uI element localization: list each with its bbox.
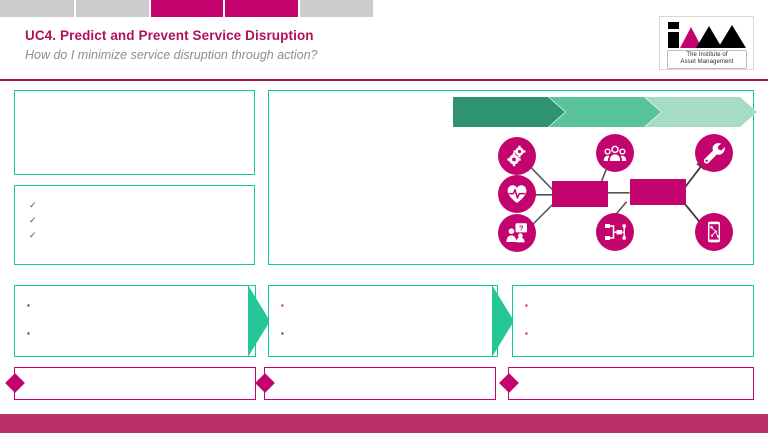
- process-node-2[interactable]: [630, 179, 686, 205]
- people-group-icon[interactable]: [596, 134, 634, 172]
- footer-card-3[interactable]: [508, 367, 754, 400]
- gears-icon[interactable]: [498, 137, 536, 175]
- mobile-asset-icon[interactable]: [695, 213, 733, 251]
- checklist-item: ✓: [29, 215, 42, 230]
- checklist: ✓ ✓ ✓: [29, 200, 42, 245]
- iam-logo-caption: The Institute of Asset Management: [667, 50, 747, 69]
- bullet-icon: ▪: [281, 329, 284, 338]
- page-title: UC4. Predict and Prevent Service Disrupt…: [25, 28, 314, 43]
- list-item: ▪: [281, 300, 293, 318]
- iam-caption-line-1: The Institute of: [686, 52, 728, 58]
- top-progress-bar: [0, 0, 768, 17]
- top-bar-segment-5: [300, 0, 373, 17]
- slide-header: UC4. Predict and Prevent Service Disrupt…: [0, 17, 768, 80]
- check-icon: ✓: [29, 215, 37, 225]
- page-subtitle: How do I minimize service disruption thr…: [25, 48, 318, 62]
- list-item: ▪: [525, 300, 537, 318]
- panel-bottom-middle-list: ▪ ▪: [281, 300, 293, 346]
- footer-band: [0, 414, 768, 433]
- panel-bottom-left[interactable]: ▪ ▪: [14, 285, 256, 357]
- top-bar-segment-1: [0, 0, 74, 17]
- stage-arrow-3: [645, 97, 757, 127]
- iam-logo: The Institute of Asset Management: [659, 16, 754, 70]
- panel-bottom-right[interactable]: ▪ ▪: [512, 285, 754, 357]
- flow-arrow-1: [248, 285, 270, 357]
- iam-logo-mark: [668, 22, 746, 48]
- checklist-item: ✓: [29, 230, 42, 245]
- panel-bottom-right-list: ▪ ▪: [525, 300, 537, 346]
- bullet-icon: ▪: [27, 301, 30, 310]
- panel-top-left[interactable]: [14, 90, 255, 175]
- list-item: ▪: [281, 328, 293, 346]
- list-item: ▪: [525, 328, 537, 346]
- stage-arrow-1: [453, 97, 565, 127]
- iam-caption-line-2: Asset Management: [680, 58, 734, 65]
- footer-card-1[interactable]: [14, 367, 256, 400]
- check-icon: ✓: [29, 230, 37, 240]
- wrench-icon[interactable]: [695, 134, 733, 172]
- svg-text:?: ?: [519, 224, 524, 233]
- hierarchy-icon[interactable]: [596, 213, 634, 251]
- panel-checklist[interactable]: ✓ ✓ ✓: [14, 185, 255, 265]
- check-icon: ✓: [29, 200, 37, 210]
- heart-pulse-icon[interactable]: [498, 175, 536, 213]
- panel-bottom-left-list: ▪ ▪: [27, 300, 39, 346]
- user-question-icon[interactable]: ?: [498, 214, 536, 252]
- bullet-icon: ▪: [281, 301, 284, 310]
- list-item: ▪: [27, 328, 39, 346]
- bullet-icon: ▪: [27, 329, 30, 338]
- footer-card-2[interactable]: [264, 367, 496, 400]
- header-divider: [0, 79, 768, 81]
- stage-arrow-2: [549, 97, 661, 127]
- list-item: ▪: [27, 300, 39, 318]
- panel-diagram[interactable]: ?: [268, 90, 754, 265]
- bullet-icon: ▪: [525, 301, 528, 310]
- top-bar-segment-2: [76, 0, 149, 17]
- top-bar-segment-3: [151, 0, 223, 17]
- flow-arrow-2: [492, 285, 514, 357]
- bullet-icon: ▪: [525, 329, 528, 338]
- process-node-1[interactable]: [552, 181, 608, 207]
- panel-bottom-middle[interactable]: ▪ ▪: [268, 285, 498, 357]
- checklist-item: ✓: [29, 200, 42, 215]
- top-bar-segment-4: [225, 0, 298, 17]
